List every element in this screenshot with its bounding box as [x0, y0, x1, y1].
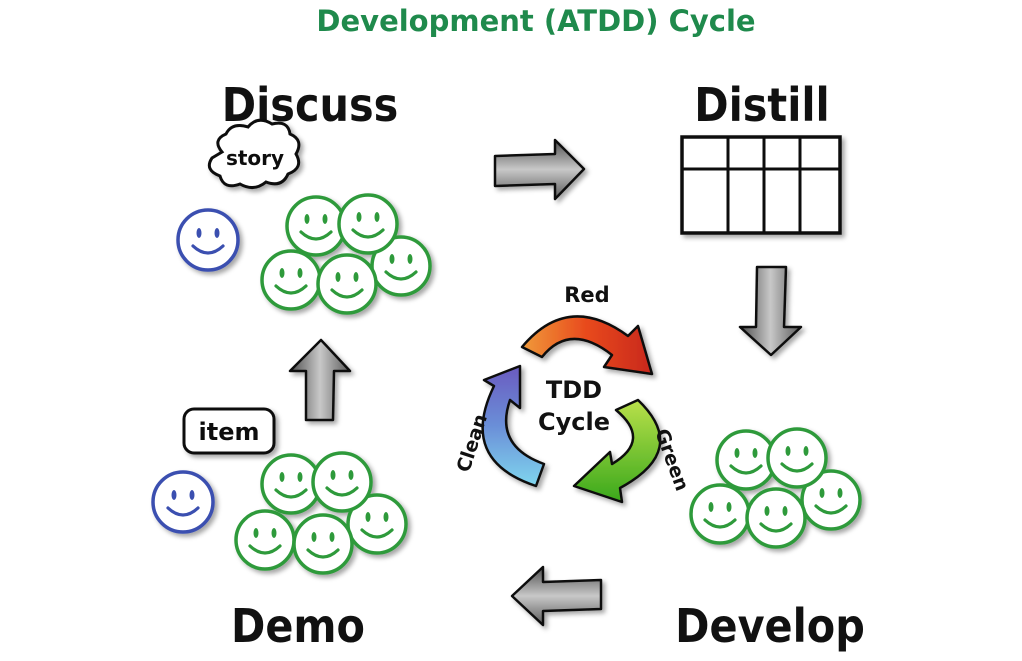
arrow-up-icon [288, 338, 352, 422]
tdd-green-arrow-icon [572, 398, 662, 504]
tdd-cycle-label-line2: Cycle [538, 408, 610, 436]
discuss-customer-smiley-icon [176, 208, 240, 272]
item-note: item [182, 407, 276, 455]
arrow-right-icon [493, 138, 586, 201]
arrow-down-icon [738, 265, 803, 357]
stage-discuss-label: Discuss [222, 78, 398, 132]
discuss-team-smileys-icon [260, 193, 432, 315]
tdd-green-label: Green [650, 426, 693, 494]
distill-table-icon [680, 135, 842, 235]
demo-customer-smiley-icon [151, 470, 215, 534]
demo-team-smileys-icon [234, 451, 408, 575]
tdd-red-arrow-icon [520, 315, 654, 376]
story-note-label: story [226, 146, 284, 170]
arrow-left-icon [510, 565, 603, 627]
item-note-label: item [199, 418, 260, 446]
stage-distill-label: Distill [694, 78, 829, 132]
tdd-cycle-label-line1: TDD [546, 376, 602, 404]
stage-demo-label: Demo [231, 599, 365, 653]
develop-team-smileys-icon [689, 427, 862, 549]
tdd-blue-arrow-icon [481, 364, 546, 488]
diagram-title: Development (ATDD) Cycle [316, 4, 755, 38]
stage-develop-label: Develop [675, 599, 865, 653]
story-cloud-note: story [207, 118, 301, 189]
tdd-red-label: Red [564, 283, 609, 307]
